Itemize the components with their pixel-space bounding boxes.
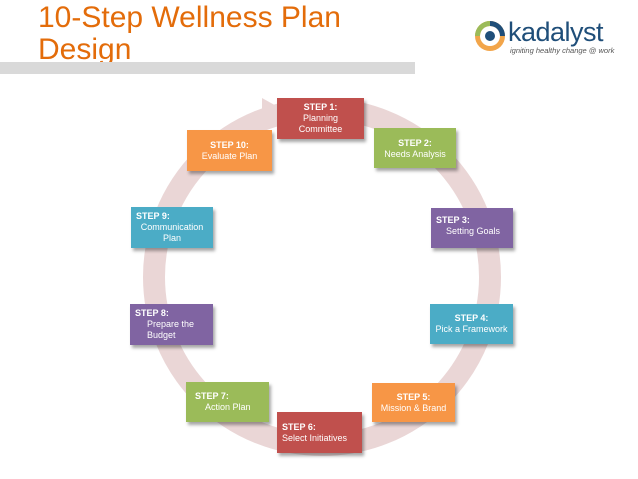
step-label: STEP 4:: [454, 313, 489, 323]
logo-wordmark: kadalyst: [508, 17, 604, 47]
step-label: STEP 1:: [303, 102, 338, 112]
logo-mark-icon: [475, 21, 505, 51]
step-label: STEP 9:: [136, 211, 170, 221]
step-4-box: STEP 4: Pick a Framework: [430, 304, 513, 344]
step-label: STEP 5:: [396, 392, 431, 402]
step-label: STEP 3:: [436, 215, 470, 225]
step-text: Action Plan: [205, 402, 251, 412]
step-10-box: STEP 10: Evaluate Plan: [187, 130, 272, 171]
step-label: STEP 10:: [210, 140, 249, 150]
title-divider: [0, 62, 415, 74]
step-text: Planning Committee: [298, 113, 343, 134]
step-6-box: STEP 6: Select Initiatives: [277, 412, 362, 453]
step-text: Mission & Brand: [380, 403, 447, 413]
step-3-box: STEP 3: Setting Goals: [431, 208, 513, 248]
step-1-box: STEP 1: Planning Committee: [277, 98, 364, 139]
step-label: STEP 6:: [282, 422, 316, 432]
step-7-box: STEP 7: Action Plan: [186, 382, 269, 422]
step-text: Needs Analysis: [384, 149, 446, 159]
kadalyst-logo: kadalyst igniting healthy change @ work: [470, 14, 635, 56]
step-label: STEP 8:: [135, 308, 169, 318]
step-text: Communication Plan: [140, 222, 204, 243]
step-2-box: STEP 2: Needs Analysis: [374, 128, 456, 168]
step-text: Prepare the Budget: [147, 319, 195, 340]
step-text: Select Initiatives: [282, 433, 348, 443]
cycle-arrowhead-icon: [262, 98, 280, 122]
page-title: 10-Step Wellness Plan Design: [38, 1, 341, 66]
step-text: Setting Goals: [446, 226, 501, 236]
step-label: STEP 7:: [195, 391, 229, 401]
step-label: STEP 2:: [398, 138, 432, 148]
step-5-box: STEP 5: Mission & Brand: [372, 383, 455, 422]
step-text: Evaluate Plan: [201, 151, 258, 161]
step-9-box: STEP 9: Communication Plan: [131, 207, 213, 248]
logo-tagline: igniting healthy change @ work: [510, 46, 615, 55]
step-8-box: STEP 8: Prepare the Budget: [130, 304, 213, 345]
step-text: Pick a Framework: [435, 324, 508, 334]
